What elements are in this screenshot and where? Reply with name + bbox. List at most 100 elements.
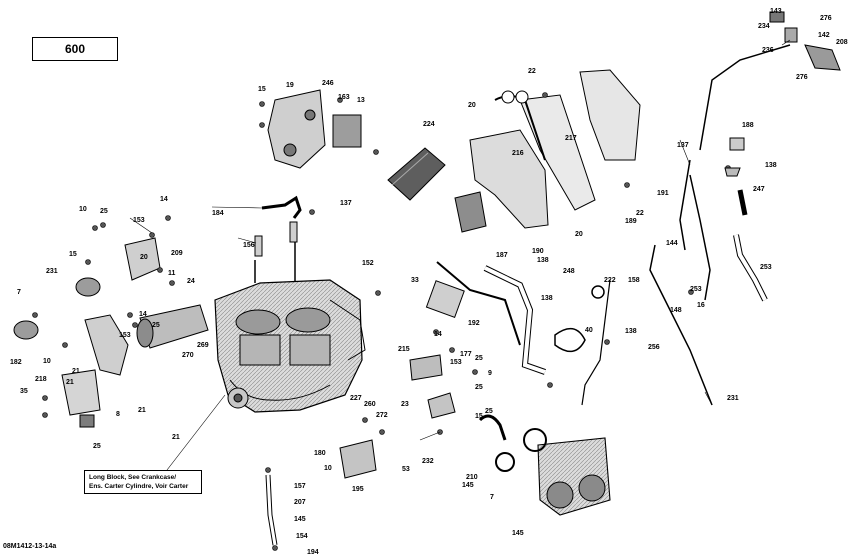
callout-14: 14 xyxy=(160,196,168,203)
callout-260: 260 xyxy=(364,401,376,408)
callout-216: 216 xyxy=(512,150,524,157)
callout-209: 209 xyxy=(171,250,183,257)
callout-231: 231 xyxy=(46,268,58,275)
callout-22: 22 xyxy=(636,210,644,217)
engine-block xyxy=(214,232,366,413)
callout-247: 247 xyxy=(753,186,765,193)
callout-180: 180 xyxy=(314,450,326,457)
callout-23: 23 xyxy=(401,401,409,408)
callout-218: 218 xyxy=(35,376,47,383)
callout-270: 270 xyxy=(182,352,194,359)
callout-187: 187 xyxy=(496,252,508,259)
callout-11: 11 xyxy=(168,270,176,277)
hoses-cables xyxy=(265,44,791,546)
callout-53: 53 xyxy=(402,466,410,473)
callout-25: 25 xyxy=(485,408,493,415)
callout-272: 272 xyxy=(376,412,388,419)
callout-21: 21 xyxy=(138,407,146,414)
model-label: 600 xyxy=(32,37,118,61)
callout-184: 184 xyxy=(212,210,224,217)
callout-40: 40 xyxy=(585,327,593,334)
callout-22: 22 xyxy=(528,68,536,75)
note-line-2: Ens. Carter Cylindre, Voir Carter xyxy=(89,483,189,490)
callout-25: 25 xyxy=(475,384,483,391)
callout-189: 189 xyxy=(625,218,637,225)
callout-192: 192 xyxy=(468,320,480,327)
callout-7: 7 xyxy=(17,289,21,296)
callout-248: 248 xyxy=(563,268,575,275)
callout-253: 253 xyxy=(760,264,772,271)
callout-148: 148 xyxy=(670,307,682,314)
callout-138: 138 xyxy=(765,162,777,169)
callout-207: 207 xyxy=(294,499,306,506)
starter-assembly xyxy=(13,237,209,428)
callout-276: 276 xyxy=(796,74,808,81)
callout-143: 143 xyxy=(770,8,782,15)
callout-145: 145 xyxy=(512,530,524,537)
callout-227: 227 xyxy=(350,395,362,402)
callout-137: 137 xyxy=(340,200,352,207)
callout-153: 153 xyxy=(450,359,462,366)
callout-9: 9 xyxy=(488,370,492,377)
coil-bracket xyxy=(267,89,362,169)
callout-231: 231 xyxy=(727,395,739,402)
callout-256: 256 xyxy=(648,344,660,351)
callout-25: 25 xyxy=(93,443,101,450)
callout-21: 21 xyxy=(72,368,80,375)
callout-191: 191 xyxy=(657,190,669,197)
callout-276: 276 xyxy=(820,15,832,22)
callout-14: 14 xyxy=(434,331,442,338)
callout-14: 14 xyxy=(139,311,147,318)
diagram-code: 08M1412-13-14a xyxy=(3,543,57,550)
callout-253: 253 xyxy=(690,286,702,293)
callout-138: 138 xyxy=(537,257,549,264)
callout-138: 138 xyxy=(541,295,553,302)
callout-16: 16 xyxy=(697,302,705,309)
callout-19: 19 xyxy=(286,82,294,89)
callout-246: 246 xyxy=(322,80,334,87)
callout-195: 195 xyxy=(352,486,364,493)
leader-lines xyxy=(129,39,791,471)
callout-224: 224 xyxy=(423,121,435,128)
callout-190: 190 xyxy=(532,248,544,255)
callout-158: 158 xyxy=(628,277,640,284)
misc-parts xyxy=(339,137,745,479)
callout-13: 13 xyxy=(357,97,365,104)
spark-plug-wires xyxy=(254,195,302,257)
callout-25: 25 xyxy=(100,208,108,215)
callout-15: 15 xyxy=(69,251,77,258)
fasteners xyxy=(32,92,731,551)
callout-152: 152 xyxy=(362,260,374,267)
callout-25: 25 xyxy=(152,322,160,329)
callout-20: 20 xyxy=(140,254,148,261)
callout-33: 33 xyxy=(411,277,419,284)
callout-153: 153 xyxy=(119,332,131,339)
callout-156: 156 xyxy=(243,242,255,249)
callout-8: 8 xyxy=(116,411,120,418)
callout-154: 154 xyxy=(296,533,308,540)
callout-194: 194 xyxy=(307,549,319,556)
callout-215: 215 xyxy=(398,346,410,353)
callout-269: 269 xyxy=(197,342,209,349)
callout-10: 10 xyxy=(79,206,87,213)
callout-137: 137 xyxy=(677,142,689,149)
callout-145: 145 xyxy=(294,516,306,523)
callout-222: 222 xyxy=(604,277,616,284)
callout-15: 15 xyxy=(258,86,266,93)
callout-20: 20 xyxy=(575,231,583,238)
callout-208: 208 xyxy=(836,39,848,46)
callout-236: 236 xyxy=(762,47,774,54)
callout-163: 163 xyxy=(338,94,350,101)
callout-145: 145 xyxy=(462,482,474,489)
callout-10: 10 xyxy=(43,358,51,365)
callout-20: 20 xyxy=(468,102,476,109)
callout-138: 138 xyxy=(625,328,637,335)
callout-24: 24 xyxy=(187,278,195,285)
callout-144: 144 xyxy=(666,240,678,247)
callout-21: 21 xyxy=(172,434,180,441)
callout-35: 35 xyxy=(20,388,28,395)
callout-21: 21 xyxy=(66,379,74,386)
callout-15: 15 xyxy=(475,413,483,420)
callout-7: 7 xyxy=(490,494,494,501)
